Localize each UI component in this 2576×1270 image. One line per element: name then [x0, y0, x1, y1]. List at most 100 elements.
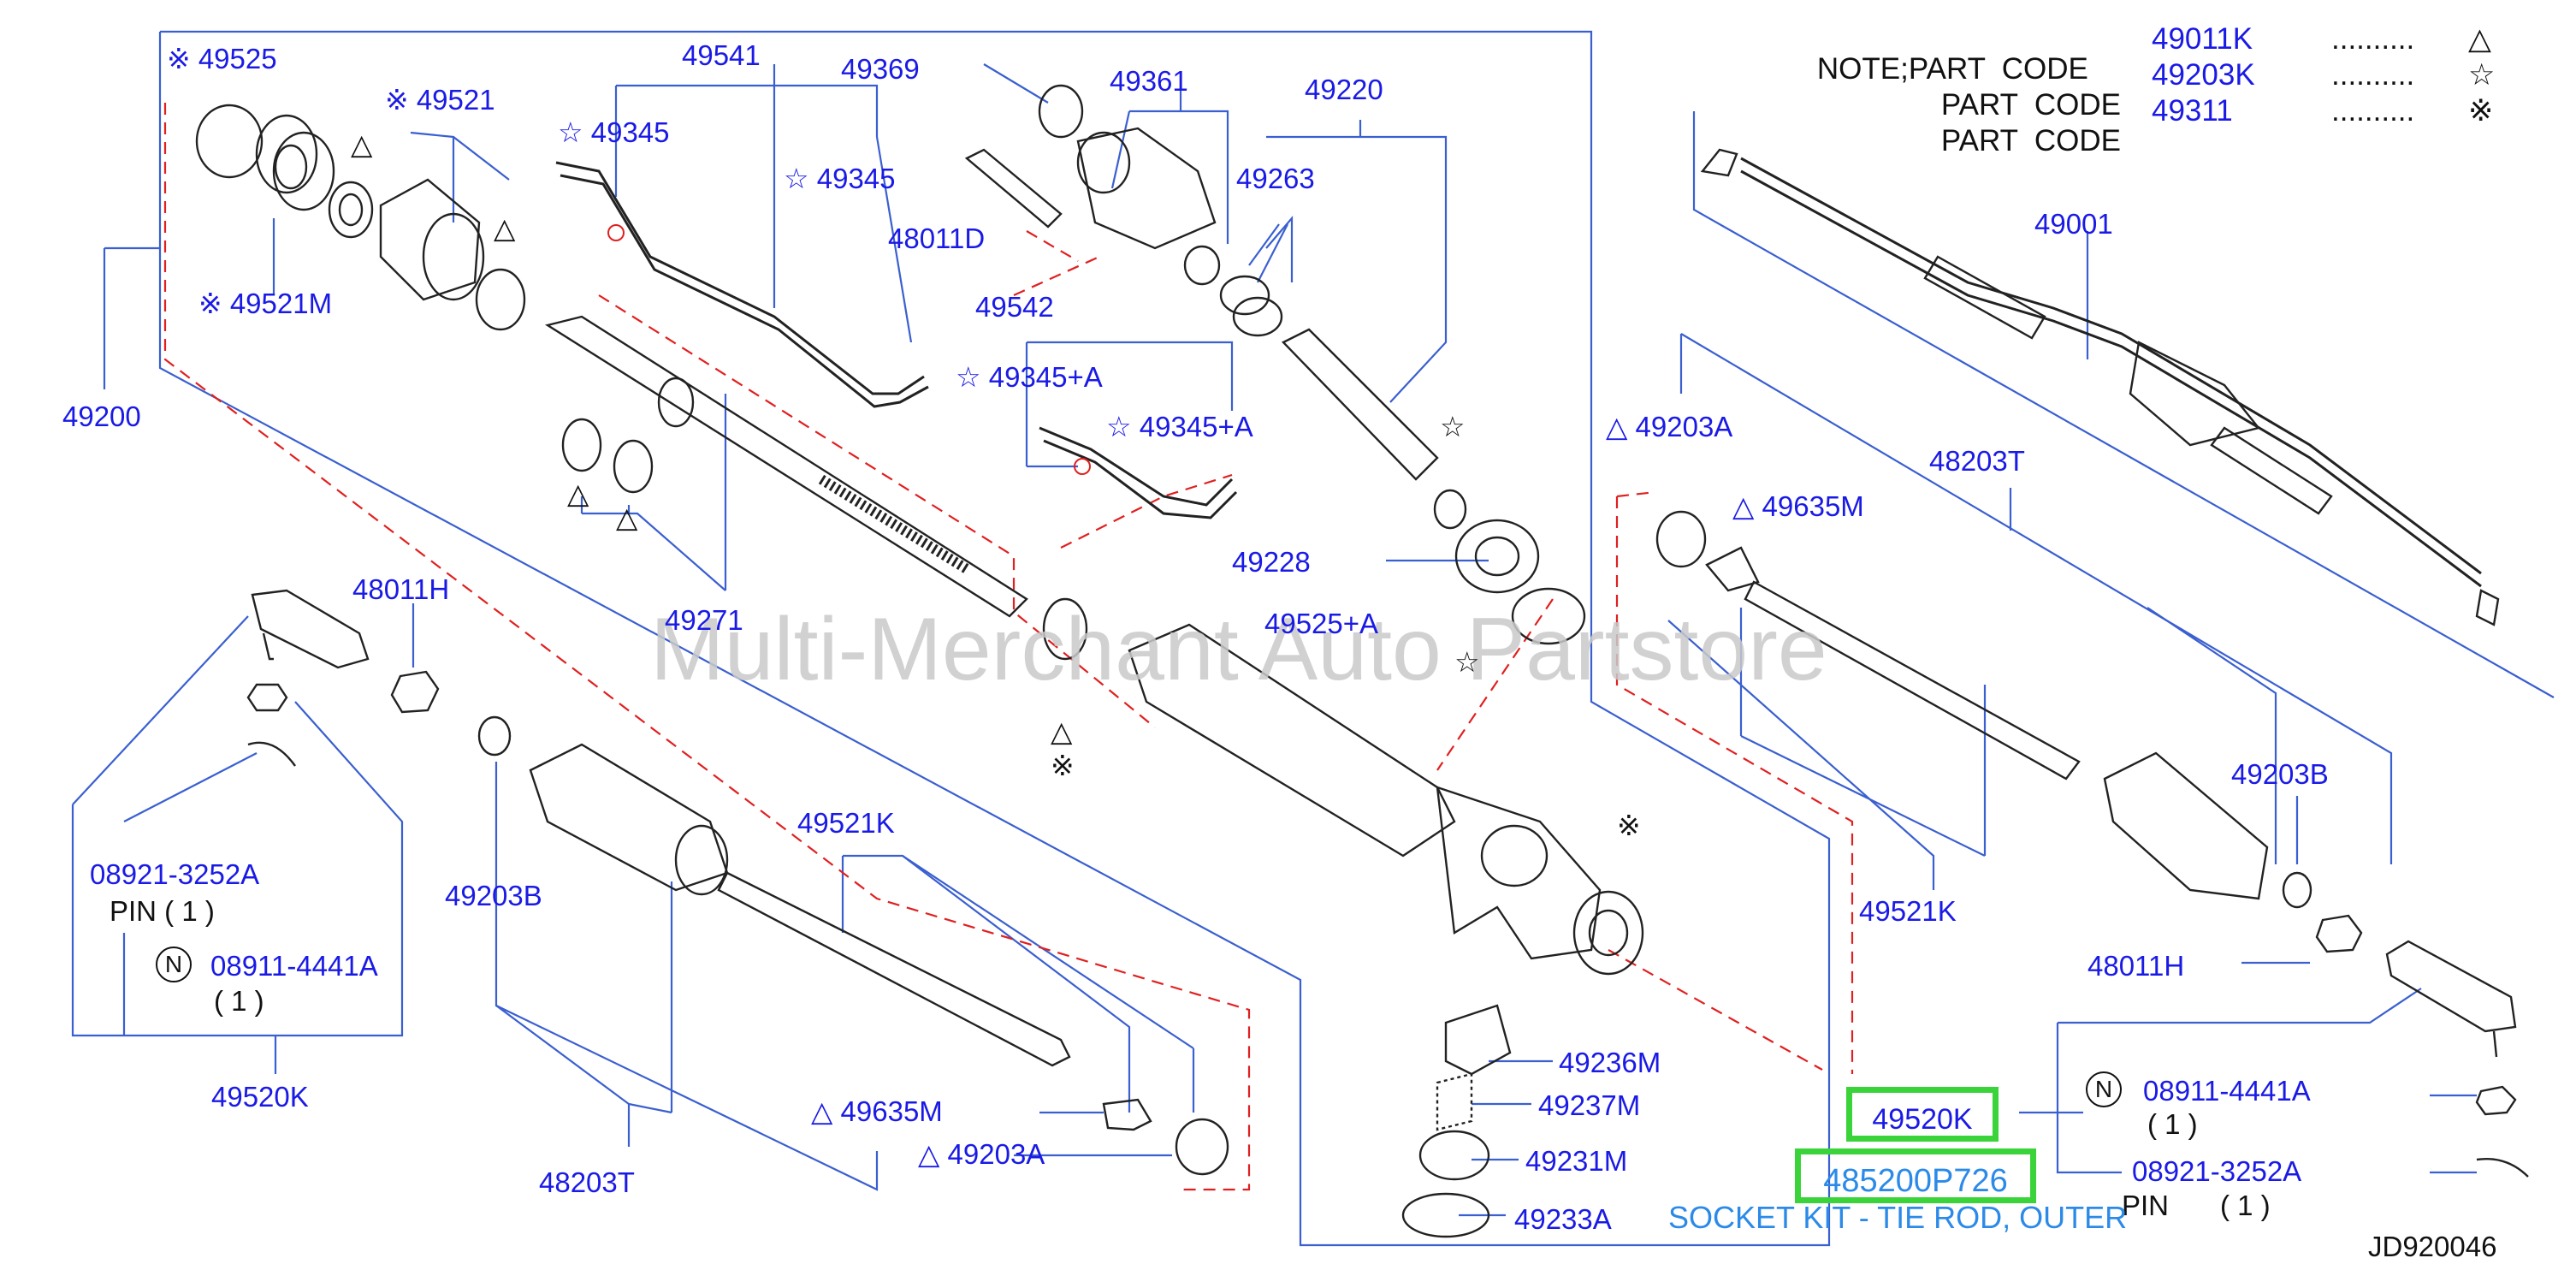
note-code-3: 49311	[2152, 94, 2233, 128]
triangle-symbol: △	[1051, 715, 1073, 747]
highlight-box-part-number[interactable]: 485200P726	[1795, 1148, 2036, 1203]
label-49203A-left[interactable]: △ 49203A	[918, 1138, 1045, 1170]
gear-housing-49200	[1042, 597, 1644, 976]
label-49521M[interactable]: ※ 49521M	[198, 288, 333, 319]
note-row-3: PART CODE	[1908, 96, 2121, 186]
label-49635M-right[interactable]: △ 49635M	[1732, 490, 1864, 522]
part-code-note: NOTE;PART CODE PART CODE PART CODE	[1784, 24, 2121, 156]
label-49520K-left[interactable]: 49520K	[211, 1081, 309, 1113]
inner-tie-rod-right	[1744, 580, 2081, 780]
highlight-part-label: 49520K	[1872, 1103, 1973, 1136]
label-08911-right[interactable]: 08911-4441A	[2143, 1075, 2311, 1107]
label-48011H-right[interactable]: 48011H	[2087, 950, 2185, 982]
n-symbol-right: N	[2086, 1071, 2122, 1107]
note-row-2: PART CODE	[1908, 60, 2121, 150]
label-49263[interactable]: 49263	[1236, 163, 1315, 194]
label-49542[interactable]: 49542	[975, 291, 1054, 323]
bushing-49521M	[255, 114, 335, 211]
leader-lines	[71, 30, 2555, 1247]
star-symbol: ☆	[2468, 58, 2496, 92]
tie-rod-end-right	[2385, 940, 2517, 1033]
label-49233A[interactable]: 49233A	[1514, 1203, 1612, 1235]
part-description: SOCKET KIT - TIE ROD, OUTER	[1668, 1200, 2128, 1235]
label-49635M-left[interactable]: △ 49635M	[811, 1095, 943, 1127]
o-ring-small	[328, 181, 374, 239]
seal-ring-49525	[195, 104, 264, 179]
pin-right: PIN	[2122, 1190, 2170, 1221]
label-49345A-2[interactable]: ☆ 49345+A	[1106, 411, 1253, 442]
label-49231M[interactable]: 49231M	[1525, 1145, 1628, 1177]
seal-49233A	[1401, 1192, 1490, 1238]
label-49237M[interactable]: 49237M	[1538, 1089, 1641, 1121]
qty-left: ( 1 )	[214, 985, 264, 1017]
triangle-symbol: △	[616, 501, 638, 533]
pin-qty-right: ( 1 )	[2220, 1190, 2271, 1221]
boot-48203T-right	[2103, 751, 2269, 900]
tie-rod-end-left	[251, 589, 370, 669]
pin-qty-left: PIN ( 1 )	[110, 895, 215, 927]
label-49345A-1[interactable]: ☆ 49345+A	[956, 361, 1103, 393]
nut-48011H-left	[390, 670, 440, 714]
note-prefix: PART CODE	[1940, 88, 2121, 122]
label-48203T-right[interactable]: 48203T	[1929, 445, 2025, 477]
n-symbol-left: N	[156, 947, 192, 982]
label-49228[interactable]: 49228	[1232, 546, 1311, 578]
highlight-box-part[interactable]: 49520K	[1846, 1087, 1999, 1142]
label-49521K-mid[interactable]: 49521K	[797, 807, 895, 839]
label-49369[interactable]: 49369	[841, 53, 920, 85]
label-49001[interactable]: 49001	[2034, 208, 2113, 240]
label-48011H-left[interactable]: 48011H	[352, 573, 450, 605]
label-49521[interactable]: ※ 49521	[385, 84, 495, 116]
part-drawings	[195, 84, 2529, 1238]
label-08921-left[interactable]: 08921-3252A	[90, 858, 260, 890]
pinion-49220	[1281, 328, 1439, 481]
label-48203T-left[interactable]: 48203T	[539, 1166, 635, 1198]
star-symbol: ☆	[1454, 646, 1480, 678]
note-code-2: 49203K	[2152, 58, 2255, 92]
cap-49525A	[1511, 587, 1586, 645]
label-49345-a[interactable]: ☆ 49345	[558, 116, 670, 148]
label-49361[interactable]: 49361	[1110, 65, 1188, 97]
clip-49203B-left	[477, 715, 512, 757]
bolt-48011D	[964, 148, 1063, 228]
triangle-symbol: △	[494, 212, 516, 244]
triangle-symbol: △	[567, 478, 589, 509]
label-49236M[interactable]: 49236M	[1559, 1047, 1661, 1078]
label-49203B-right[interactable]: 49203B	[2231, 758, 2329, 790]
star-symbol: ☆	[1440, 411, 1466, 442]
kome-symbol: ※	[1051, 750, 1075, 781]
label-49525[interactable]: ※ 49525	[167, 43, 277, 74]
highlight-part-number: 485200P726	[1823, 1163, 2008, 1199]
label-08921-right[interactable]: 08921-3252A	[2132, 1155, 2302, 1187]
label-49521K-right[interactable]: 49521K	[1859, 895, 1957, 927]
note-dots-1: ..........	[2331, 22, 2415, 56]
label-49271[interactable]: 49271	[665, 604, 743, 636]
qty-right: ( 1 )	[2147, 1108, 2198, 1140]
label-49203A-right[interactable]: △ 49203A	[1606, 411, 1733, 442]
label-08911-left[interactable]: 08911-4441A	[210, 950, 378, 982]
label-49525A[interactable]: 49525+A	[1264, 608, 1379, 639]
pipe-49542	[1039, 426, 1234, 507]
label-48011D[interactable]: 48011D	[888, 223, 986, 254]
bushing-49521	[379, 178, 485, 301]
label-49541[interactable]: 49541	[682, 39, 761, 71]
triangle-symbol: △	[2468, 22, 2491, 56]
rack-49271	[544, 315, 1028, 618]
inner-tie-rod-left	[717, 871, 1071, 1067]
note-prefix: NOTE;PART CODE	[1816, 52, 2088, 86]
note-code-1: 49011K	[2152, 22, 2253, 56]
note-dots-3: ..........	[2331, 94, 2415, 128]
label-49220[interactable]: 49220	[1305, 74, 1383, 105]
label-49203B-left[interactable]: 49203B	[445, 880, 542, 911]
valve-housing-49361	[1038, 84, 1221, 286]
pipe-49541	[555, 161, 925, 395]
dashed-assembly-lines	[163, 103, 1854, 1191]
kome-symbol: ※	[2468, 94, 2494, 128]
watermark: Multi-Merchant Auto Partstore	[650, 600, 1827, 699]
label-49345-b[interactable]: ☆ 49345	[784, 163, 896, 194]
n-symbol-text: N	[2094, 1076, 2113, 1102]
label-49200[interactable]: 49200	[62, 401, 141, 432]
note-prefix: PART CODE	[1940, 124, 2121, 157]
document-id: JD920046	[2368, 1231, 2497, 1262]
